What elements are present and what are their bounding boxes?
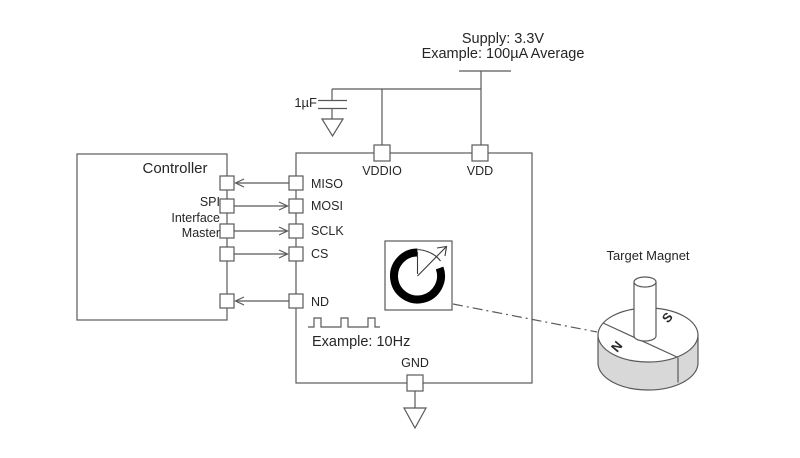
pin-controller-nd (219, 293, 235, 309)
controller-box (76, 153, 228, 321)
controller-pins (219, 175, 235, 309)
supply-voltage-label: Supply: 3.3V (461, 31, 545, 47)
ground-symbol-ic (402, 391, 428, 430)
pin-controller-cs (219, 246, 235, 262)
arrow-right-sclk (278, 226, 289, 236)
pin-ic-cs (288, 246, 304, 262)
spi-bus-wires (234, 178, 289, 306)
master-line: Master (181, 226, 220, 241)
pin-label-vdd: VDD (466, 164, 494, 178)
pin-label-vddio: VDDIO (362, 164, 402, 178)
pin-ic-miso (288, 175, 304, 191)
sensing-axis-line (452, 303, 598, 333)
arrow-right-cs (278, 249, 289, 259)
rotation-sensor-icon (384, 240, 453, 311)
supply-current-label: Example: 100µA Average (421, 46, 585, 62)
pin-ic-sclk (288, 223, 304, 239)
supply-wire (332, 70, 511, 145)
pin-ic-vddio (373, 144, 391, 162)
pin-ic-vdd (471, 144, 489, 162)
pin-ic-nd (288, 293, 304, 309)
capacitor-value-label: 1µF (294, 95, 317, 110)
capacitor-symbol (318, 89, 347, 138)
ic-pins (288, 144, 489, 392)
pin-controller-miso (219, 175, 235, 191)
pin-label-sclk: SCLK (311, 224, 344, 238)
angle-arrow (417, 246, 447, 277)
pin-ic-gnd (406, 374, 424, 392)
magnet-shaft-top (633, 276, 657, 288)
controller-title: Controller (142, 160, 208, 177)
ground-symbol-capacitor (320, 118, 345, 138)
pin-label-nd: ND (311, 295, 330, 309)
pin-ic-mosi (288, 198, 304, 214)
pin-label-miso: MISO (311, 177, 343, 191)
target-magnet-label: Target Magnet (606, 248, 690, 263)
pin-label-cs: CS (311, 247, 329, 261)
pin-controller-sclk (219, 223, 235, 239)
interface-line: Interface (171, 210, 220, 225)
nd-frequency-note: Example: 10Hz (312, 334, 411, 350)
pulse-train-symbol (308, 317, 380, 328)
target-magnet-drawing (597, 276, 699, 391)
pin-label-gnd: GND (401, 356, 429, 370)
spi-interface-label: SPI Interface Master (118, 195, 220, 242)
arrow-left-nd (234, 296, 245, 306)
magnet-shaft (633, 282, 657, 342)
spi-line: SPI (199, 195, 220, 209)
pin-label-mosi: MOSI (311, 199, 343, 213)
arrow-left-miso (234, 178, 245, 188)
arrow-right-mosi (278, 201, 289, 211)
pin-controller-mosi (219, 198, 235, 214)
